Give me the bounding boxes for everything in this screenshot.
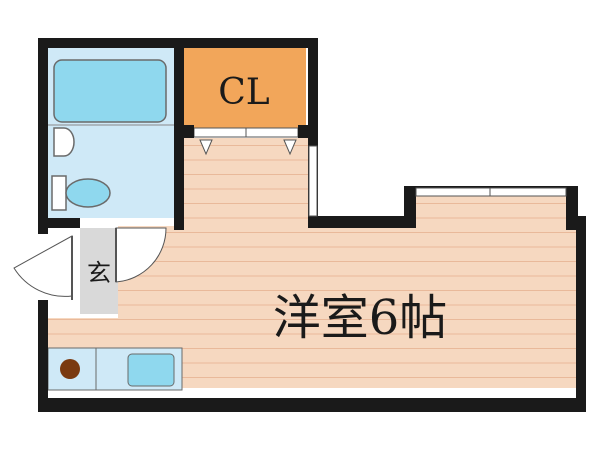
toilet-tank-icon	[51, 175, 67, 211]
closet: CL	[184, 48, 306, 156]
entry-door-swing	[13, 235, 73, 297]
entrance-label: 玄	[87, 259, 111, 287]
entrance: 玄	[13, 227, 167, 314]
toilet-icon	[65, 178, 111, 208]
room-label: 洋室6帖	[273, 290, 448, 346]
closet-label: CL	[218, 72, 270, 113]
stove-burner-icon	[60, 359, 80, 379]
bath-door-swing	[115, 227, 167, 283]
kitchen	[47, 347, 183, 391]
bathroom	[48, 48, 174, 218]
side-window	[308, 145, 318, 217]
kitchen-sink-icon	[127, 353, 175, 387]
windows	[308, 145, 567, 217]
balcony-window	[415, 187, 567, 197]
bathtub-icon	[53, 59, 167, 123]
sink-icon	[53, 127, 75, 157]
